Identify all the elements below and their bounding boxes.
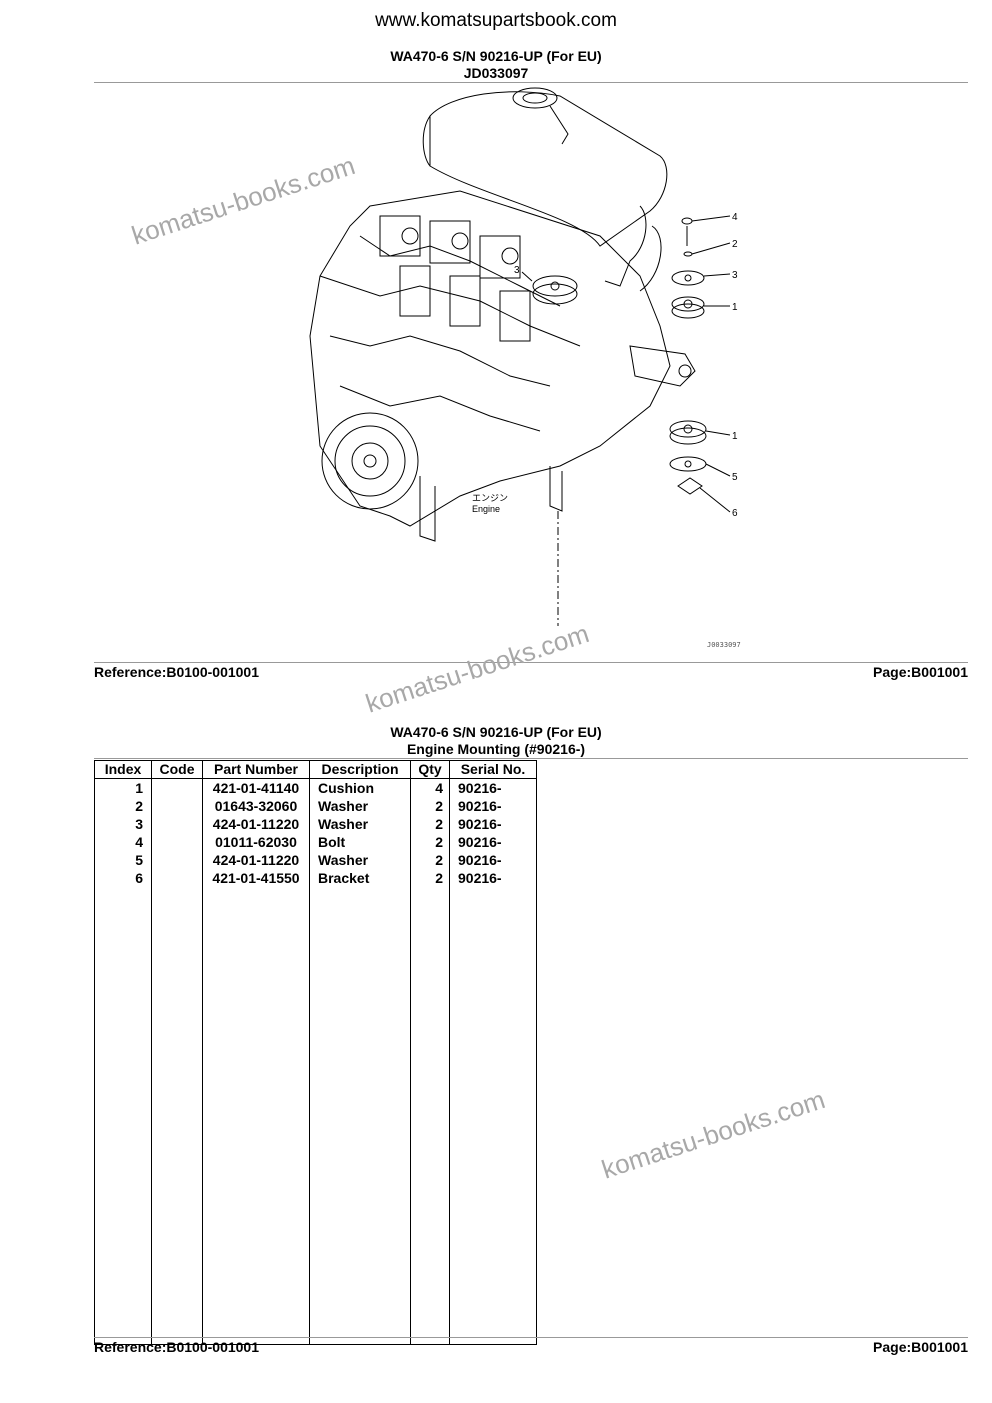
cell-part-number: 424-01-11220: [202, 851, 310, 869]
cell-qty: 2: [410, 851, 450, 869]
cell-part-number: 01011-62030: [202, 833, 310, 851]
cell-index: 2: [94, 797, 152, 815]
cell-index: 3: [94, 815, 152, 833]
cell-description: Washer: [309, 851, 411, 869]
callout-1-lower: 1: [732, 431, 738, 442]
cell-part-number: 424-01-11220: [202, 815, 310, 833]
drawing-code: J0033097: [707, 641, 741, 649]
cell-serial: 90216-: [449, 778, 537, 797]
engine-label: Engine: [472, 504, 500, 514]
callout-6: 6: [732, 508, 738, 519]
watermark: komatsu-books.com: [598, 1084, 829, 1185]
callout-4: 4: [732, 212, 738, 223]
cell-index: 1: [94, 778, 152, 797]
cell-serial: 90216-: [449, 869, 537, 887]
cell-description: Washer: [309, 815, 411, 833]
site-url: www.komatsupartsbook.com: [375, 10, 617, 31]
mid-rule: [94, 662, 968, 663]
callout-3-upper: 3: [732, 270, 738, 281]
drawing-id: JD033097: [463, 65, 529, 81]
header-index: Index: [94, 760, 152, 779]
page-model-title: WA470-6 S/N 90216-UP (For EU): [390, 48, 602, 64]
cell-serial: 90216-: [449, 815, 537, 833]
header-description: Description: [309, 760, 411, 779]
section-model-title: WA470-6 S/N 90216-UP (For EU): [390, 724, 602, 740]
cell-code: [151, 851, 203, 869]
header-serial: Serial No.: [449, 760, 537, 779]
cell-index: 4: [94, 833, 152, 851]
header-part-number: Part Number: [202, 760, 310, 779]
cell-index: 5: [94, 851, 152, 869]
callout-2: 2: [732, 239, 738, 250]
cell-qty: 2: [410, 869, 450, 887]
cell-serial: 90216-: [449, 833, 537, 851]
cell-description: Cushion: [309, 778, 411, 797]
table-row: 3 424-01-11220 Washer 2 90216-: [94, 815, 537, 833]
header-code: Code: [151, 760, 203, 779]
cell-qty: 4: [410, 778, 450, 797]
engine-label-jp: エンジン: [472, 493, 508, 503]
bottom-reference: Reference:B0100-001001: [94, 1339, 259, 1355]
table-empty-space: [94, 887, 537, 1345]
cell-description: Bracket: [309, 869, 411, 887]
table-top-rule: [94, 758, 968, 759]
engine-mounting-diagram: 4 2 3 1 3 1 5 6 エンジン Engine: [309, 87, 738, 626]
parts-table: Index Code Part Number Description Qty S…: [94, 760, 537, 1345]
cell-qty: 2: [410, 815, 450, 833]
cell-description: Washer: [309, 797, 411, 815]
cell-part-number: 01643-32060: [202, 797, 310, 815]
table-row: 5 424-01-11220 Washer 2 90216-: [94, 851, 537, 869]
bottom-rule: [94, 1337, 968, 1338]
header-qty: Qty: [410, 760, 450, 779]
top-page-number: Page:B001001: [873, 664, 968, 680]
top-rule: [94, 82, 968, 83]
callout-5: 5: [732, 472, 738, 483]
table-row: 4 01011-62030 Bolt 2 90216-: [94, 833, 537, 851]
callout-1-upper: 1: [732, 302, 738, 313]
cell-code: [151, 833, 203, 851]
cell-serial: 90216-: [449, 851, 537, 869]
cell-part-number: 421-01-41140: [202, 778, 310, 797]
bottom-page-number: Page:B001001: [873, 1339, 968, 1355]
cell-code: [151, 778, 203, 797]
cell-qty: 2: [410, 833, 450, 851]
top-reference: Reference:B0100-001001: [94, 664, 259, 680]
cell-code: [151, 815, 203, 833]
cell-part-number: 421-01-41550: [202, 869, 310, 887]
cell-description: Bolt: [309, 833, 411, 851]
table-row: 6 421-01-41550 Bracket 2 90216-: [94, 869, 537, 887]
cell-qty: 2: [410, 797, 450, 815]
cell-index: 6: [94, 869, 152, 887]
table-header-row: Index Code Part Number Description Qty S…: [94, 760, 537, 779]
cell-serial: 90216-: [449, 797, 537, 815]
callout-3-engine: 3: [514, 265, 520, 276]
table-row: 1 421-01-41140 Cushion 4 90216-: [94, 778, 537, 797]
cell-code: [151, 797, 203, 815]
table-row: 2 01643-32060 Washer 2 90216-: [94, 797, 537, 815]
section-title: Engine Mounting (#90216-): [406, 741, 586, 757]
cell-code: [151, 869, 203, 887]
